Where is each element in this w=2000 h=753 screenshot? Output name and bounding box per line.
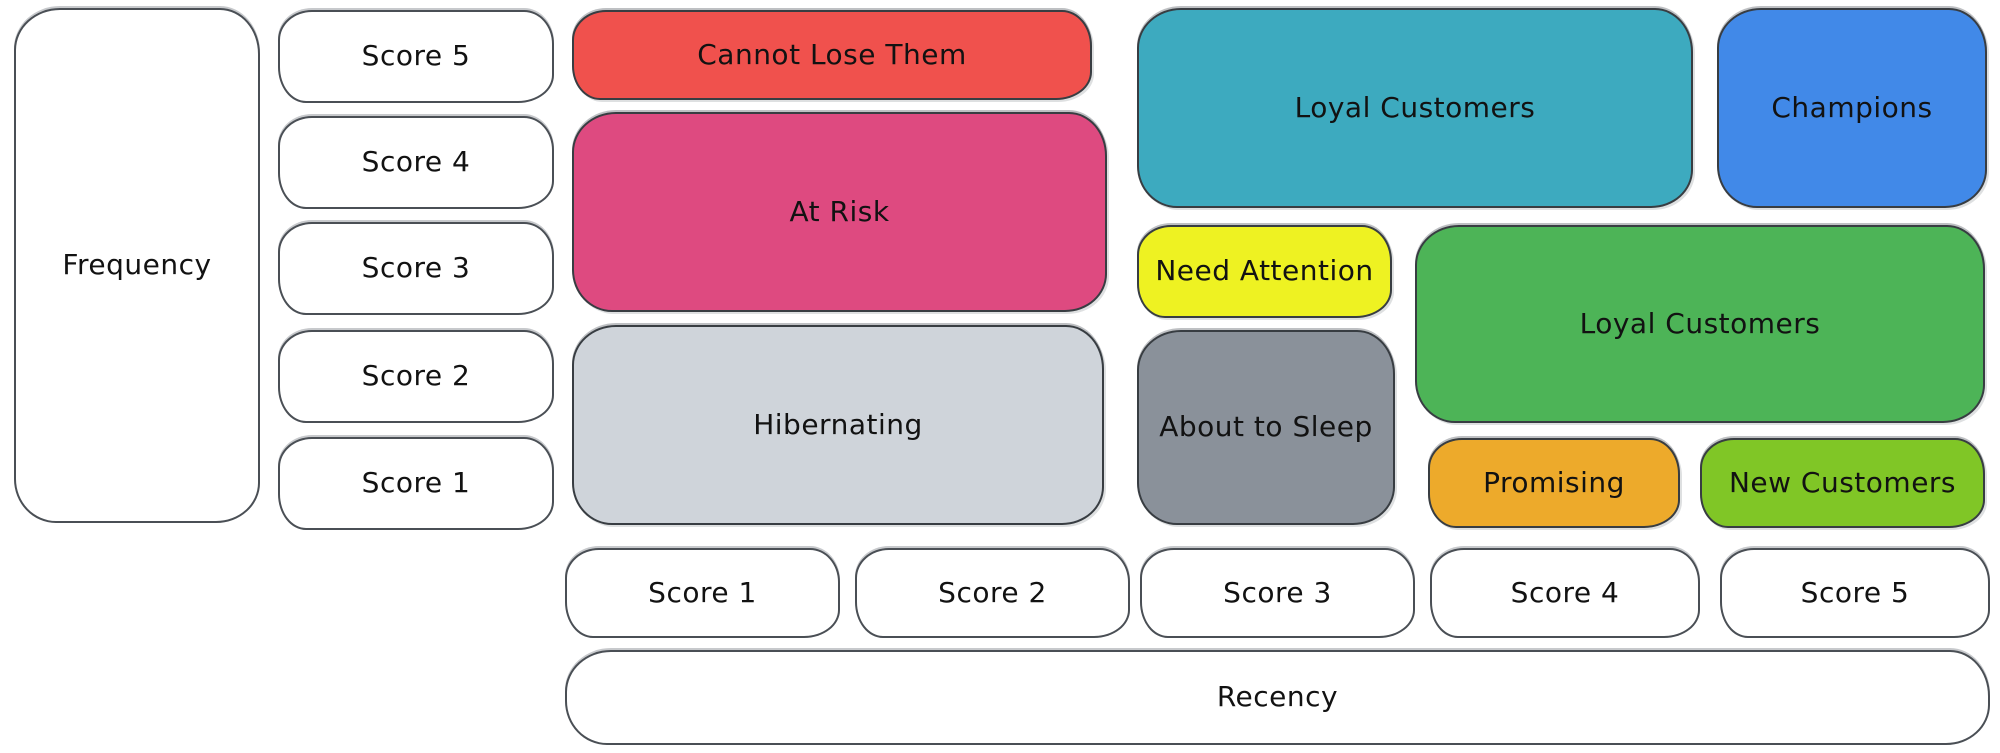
frequency-score-3-box: Score 3 [278, 222, 554, 315]
frequency-score-5-label: Score 5 [361, 39, 471, 73]
recency-axis-box: Recency [565, 650, 1990, 745]
frequency-axis-label: Frequency [62, 248, 212, 282]
segment-hibernating: Hibernating [572, 325, 1104, 525]
segment-champions-label: Champions [1771, 90, 1933, 124]
frequency-score-1-label: Score 1 [361, 466, 471, 500]
recency-score-3-label: Score 3 [1223, 575, 1332, 609]
segment-hibernating-label: Hibernating [753, 407, 923, 441]
recency-score-1-box: Score 1 [565, 548, 840, 638]
segment-new-customers: New Customers [1700, 438, 1985, 528]
recency-axis-label: Recency [1216, 680, 1339, 714]
segment-about-to-sleep: About to Sleep [1137, 330, 1395, 525]
recency-score-3-box: Score 3 [1140, 548, 1415, 638]
frequency-score-5-box: Score 5 [278, 10, 554, 103]
segment-need-attention: Need Attention [1137, 225, 1392, 318]
segment-promising: Promising [1428, 438, 1680, 528]
recency-score-5-label: Score 5 [1800, 575, 1910, 609]
segment-loyal-customers-mid-label: Loyal Customers [1579, 306, 1821, 340]
segment-cannot-lose-them: Cannot Lose Them [572, 10, 1092, 100]
segment-loyal-customers-top-label: Loyal Customers [1294, 90, 1536, 124]
frequency-score-2-box: Score 2 [278, 330, 554, 423]
segment-champions: Champions [1717, 8, 1987, 208]
segment-about-to-sleep-label: About to Sleep [1159, 410, 1373, 444]
segment-at-risk-label: At Risk [789, 194, 890, 228]
recency-score-1-label: Score 1 [648, 575, 757, 609]
segment-new-customers-label: New Customers [1728, 465, 1957, 499]
recency-score-4-label: Score 4 [1510, 575, 1620, 609]
recency-score-2-box: Score 2 [855, 548, 1130, 638]
segment-at-risk: At Risk [572, 112, 1107, 312]
segment-loyal-customers-top: Loyal Customers [1137, 8, 1693, 208]
recency-score-2-label: Score 2 [938, 575, 1047, 609]
segment-need-attention-label: Need Attention [1155, 254, 1374, 288]
segment-promising-label: Promising [1483, 465, 1625, 499]
frequency-score-4-box: Score 4 [278, 116, 554, 209]
recency-score-5-box: Score 5 [1720, 548, 1990, 638]
frequency-score-4-label: Score 4 [361, 145, 471, 179]
recency-score-4-box: Score 4 [1430, 548, 1700, 638]
frequency-score-2-label: Score 2 [361, 359, 471, 393]
segment-loyal-customers-mid: Loyal Customers [1415, 225, 1985, 423]
frequency-axis-box: Frequency [14, 8, 260, 523]
frequency-score-1-box: Score 1 [278, 437, 554, 530]
segment-cannot-lose-them-label: Cannot Lose Them [697, 37, 967, 71]
frequency-score-3-label: Score 3 [361, 251, 471, 285]
